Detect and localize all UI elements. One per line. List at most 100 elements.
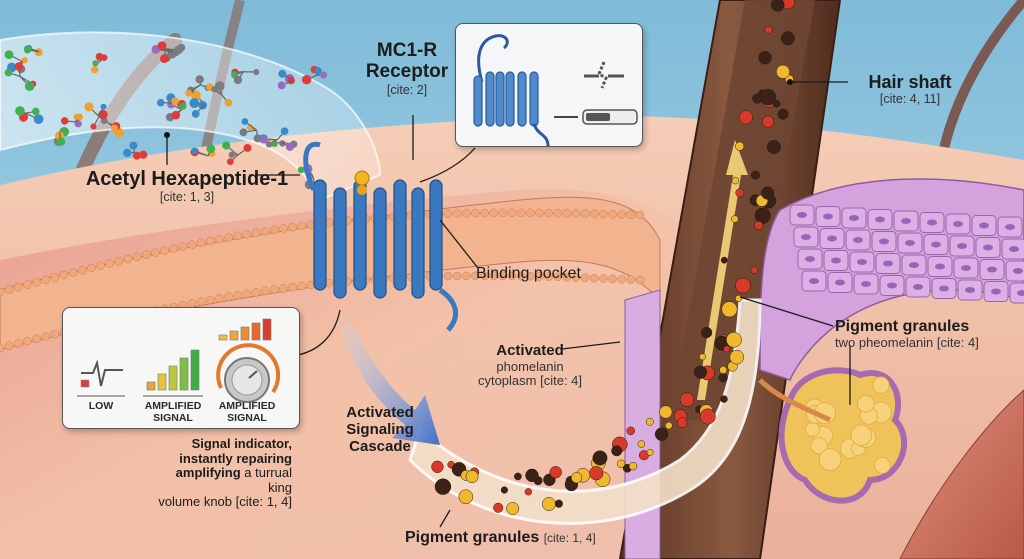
signal-bar bbox=[179, 357, 189, 391]
lipid-head bbox=[544, 208, 553, 218]
lipid-head bbox=[224, 292, 233, 301]
pigment-granule bbox=[699, 353, 706, 361]
atom bbox=[95, 52, 104, 61]
lipid-head bbox=[535, 208, 544, 218]
atom bbox=[156, 98, 165, 107]
caption-line: volume knob [cite: 1, 4] bbox=[158, 494, 292, 510]
knob-level-bar bbox=[251, 322, 261, 341]
atom bbox=[277, 81, 286, 90]
label-text: SIGNAL bbox=[227, 411, 267, 424]
atom bbox=[195, 75, 204, 84]
pigment-granule bbox=[434, 478, 452, 495]
cell-nucleus bbox=[1009, 246, 1019, 252]
label-title: Activated bbox=[496, 342, 564, 359]
atom bbox=[228, 151, 235, 158]
pigment-granule bbox=[777, 108, 789, 120]
peptide-molecules bbox=[4, 41, 328, 190]
pigment-granule bbox=[735, 294, 743, 302]
gland-lipid-cell bbox=[850, 424, 872, 446]
pigment-granule bbox=[780, 31, 795, 46]
cell-nucleus bbox=[901, 218, 911, 224]
pigment-granule bbox=[726, 331, 742, 348]
lipid-head bbox=[142, 250, 151, 259]
lipid-head bbox=[562, 209, 572, 218]
bound-ligand-icon bbox=[354, 170, 370, 186]
atom bbox=[129, 141, 138, 150]
lipid-head bbox=[288, 222, 297, 232]
pigment-granule bbox=[431, 460, 444, 473]
lipid-head bbox=[251, 288, 261, 297]
lipid-head bbox=[617, 210, 626, 219]
label-title: Acetyl Hexapeptide-1 bbox=[85, 168, 289, 190]
pigment-granule bbox=[628, 462, 638, 471]
pigment-granule bbox=[554, 499, 563, 508]
atom bbox=[34, 48, 43, 57]
lipid-head bbox=[14, 339, 23, 348]
label-line: Activated bbox=[346, 404, 414, 421]
cell-nucleus bbox=[883, 260, 893, 267]
atom bbox=[233, 75, 243, 85]
lipid-head bbox=[160, 246, 169, 255]
lipid-head bbox=[242, 229, 252, 239]
low-indicator bbox=[80, 379, 90, 388]
arrector-pili-muscle bbox=[899, 389, 1024, 559]
atom bbox=[4, 50, 14, 60]
lipid-head bbox=[270, 285, 279, 294]
cell-nucleus bbox=[983, 244, 993, 251]
lipid-head bbox=[233, 290, 242, 300]
pigment-granule bbox=[762, 115, 775, 128]
lipid-head bbox=[196, 238, 206, 248]
background-hair bbox=[935, 0, 1024, 175]
lipid-head bbox=[50, 273, 60, 282]
label-text: LOW bbox=[88, 400, 114, 412]
pigment-granule bbox=[758, 51, 772, 65]
atom bbox=[243, 143, 252, 152]
signal-bar bbox=[190, 349, 200, 391]
lipid-head bbox=[270, 225, 279, 235]
atom bbox=[179, 102, 187, 110]
atom bbox=[211, 86, 218, 93]
pigment-granules bbox=[431, 0, 795, 515]
leader-dot bbox=[164, 132, 170, 138]
atom bbox=[92, 60, 99, 67]
pigment-granule bbox=[775, 64, 791, 79]
pigment-granule bbox=[738, 110, 753, 125]
gland-lipid-cell bbox=[804, 422, 820, 438]
signal-bars-icon bbox=[146, 349, 200, 391]
lipid-head bbox=[78, 266, 87, 275]
pigment-granule bbox=[723, 345, 731, 353]
signal-label-knob: AMPLIFIED SIGNAL bbox=[211, 400, 283, 424]
atom bbox=[280, 127, 289, 135]
lipid-head bbox=[462, 209, 471, 218]
atom bbox=[214, 81, 225, 91]
atom bbox=[56, 137, 66, 146]
lipid-head bbox=[516, 271, 526, 281]
cell-nucleus bbox=[939, 285, 949, 292]
atom bbox=[90, 123, 97, 130]
receptor-helix bbox=[373, 187, 387, 299]
binding-pocket-label: Binding pocket bbox=[476, 265, 581, 282]
pigment-granule bbox=[524, 488, 532, 496]
broken-signal-icon bbox=[584, 61, 624, 89]
lipid-head bbox=[32, 277, 41, 287]
cell-nucleus bbox=[961, 265, 971, 271]
cascade-arrow-icon bbox=[340, 320, 440, 445]
pigment-granules-right-label: Pigment granules two pheomelanin [cite: … bbox=[835, 318, 979, 350]
lipid-head bbox=[452, 271, 462, 281]
cell-nucleus bbox=[905, 240, 915, 246]
lipid-head bbox=[626, 210, 636, 220]
pigment-granule bbox=[720, 256, 728, 264]
label-title: Pigment granules bbox=[405, 529, 540, 546]
label-title: Hair shaft bbox=[868, 72, 952, 92]
lipid-head bbox=[260, 226, 270, 236]
lipid-head bbox=[224, 233, 233, 242]
pigment-granule bbox=[665, 421, 673, 430]
cell-nucleus bbox=[857, 259, 867, 265]
lipid-head bbox=[187, 240, 197, 249]
label-cite: [cite: 4, 11] bbox=[879, 92, 941, 107]
pigment-granule bbox=[676, 417, 688, 428]
lipid-head bbox=[498, 208, 508, 218]
lipid-head bbox=[206, 236, 215, 246]
pigment-granule bbox=[721, 301, 738, 318]
cell-nucleus bbox=[1005, 224, 1015, 230]
